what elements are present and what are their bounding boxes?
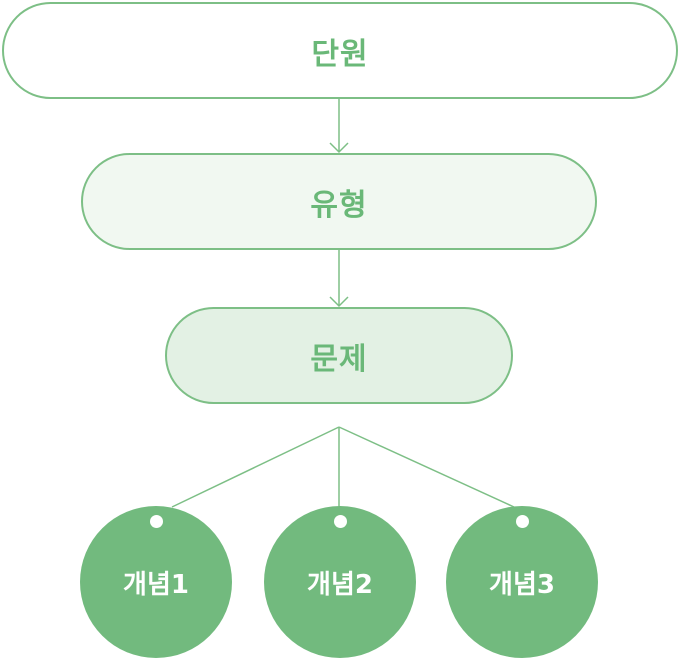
arrowhead-type-to-problem <box>329 296 349 308</box>
concept-label-1: 개념1 <box>123 569 189 600</box>
tag-hole-icon <box>334 515 347 528</box>
type-node: 유형 <box>81 153 597 250</box>
unit-label: 단원 <box>311 36 369 72</box>
unit-node: 단원 <box>2 2 678 99</box>
tag-hole-icon <box>516 515 529 528</box>
branch-to-concept-3 <box>338 426 515 508</box>
type-label: 유형 <box>310 187 368 223</box>
concept-node-1: 개념1 <box>80 506 232 658</box>
concept-label-2: 개념2 <box>307 569 373 600</box>
concept-node-2: 개념2 <box>264 506 416 658</box>
concept-node-3: 개념3 <box>446 506 598 658</box>
branch-to-concept-1 <box>171 426 340 508</box>
arrowhead-unit-to-type <box>329 142 349 154</box>
problem-label: 문제 <box>310 341 368 377</box>
concept-label-3: 개념3 <box>489 569 555 600</box>
problem-node: 문제 <box>165 307 513 404</box>
tag-hole-icon <box>150 515 163 528</box>
